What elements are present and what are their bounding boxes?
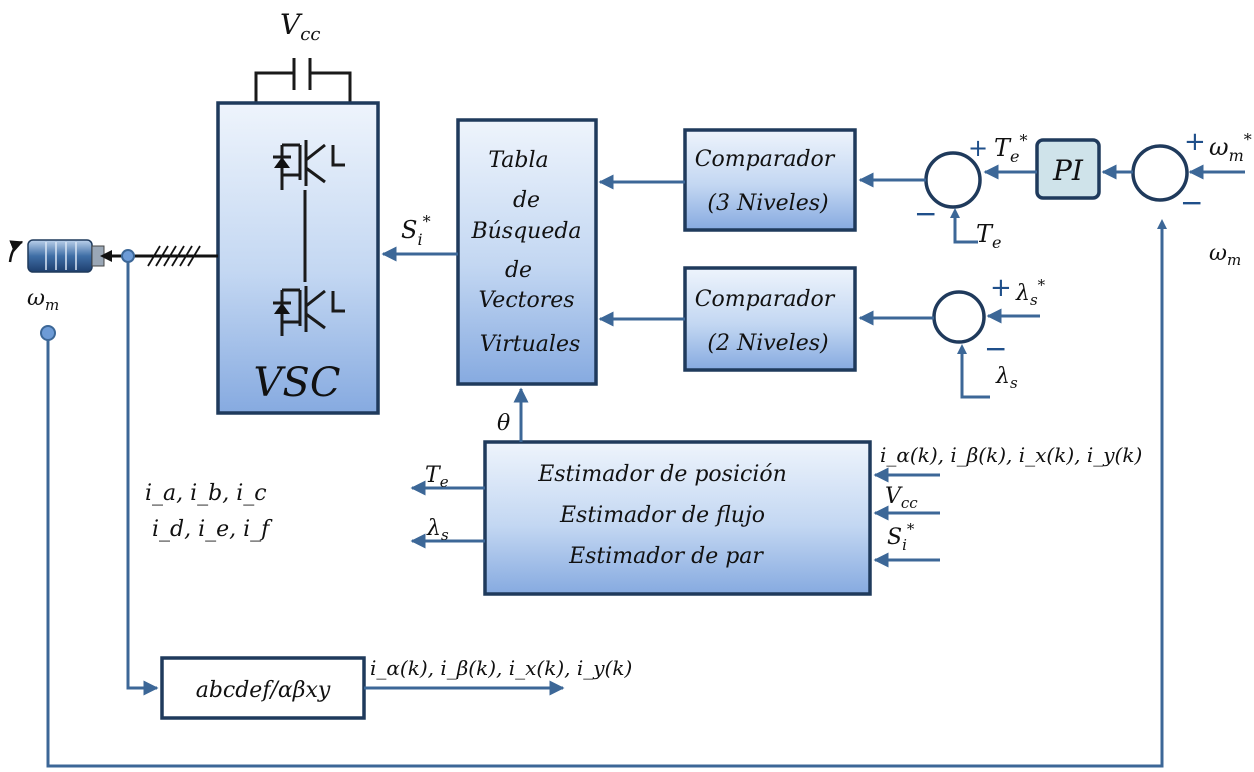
speed-sensor-node [40, 325, 56, 341]
lookup-table-label: Tabla de Búsqueda de Vectores Virtuales [470, 148, 588, 357]
torque-feedback-label: Te [976, 220, 1001, 252]
torque-plus-sign: + [968, 134, 988, 162]
speed-sum-junction [1131, 144, 1189, 202]
transform-label: abcdef/αβxy [196, 678, 331, 703]
lookup-table-block [456, 118, 598, 386]
transform-block [160, 656, 366, 720]
transform-output-label: i_α(k), i_β(k), i_x(k), i_y(k) [370, 656, 632, 680]
estimator-vcc-label: Vcc [885, 484, 918, 512]
torque-minus-sign: − [914, 197, 937, 230]
motor-supply-line [100, 245, 218, 267]
motor-icon [8, 239, 105, 273]
phase-currents-abc-label: i_a, i_b, i_c [145, 481, 267, 506]
signal-wires [46, 164, 1245, 768]
flux-minus-sign: − [984, 332, 1007, 365]
flux-reference-label: λs* [1015, 276, 1046, 309]
speed-plus-sign: + [1184, 127, 1206, 157]
theta-label: θ [497, 411, 510, 436]
comparator-2-levels-label: Comparador (2 Niveles) [695, 287, 842, 356]
estimator-current-inputs-label: i_α(k), i_β(k), i_x(k), i_y(k) [880, 443, 1142, 467]
estimator-switching-label: Si* [887, 520, 915, 554]
speed-feedback-label: ωm [1209, 241, 1241, 269]
igbt-top-icon [273, 140, 345, 190]
switching-state-label: Si* [401, 212, 431, 249]
comparator-3-levels-block [683, 128, 857, 232]
estimator-label: Estimador de posición Estimador de flujo… [537, 462, 794, 569]
dc-link-capacitor [254, 58, 352, 103]
comparator-3-levels-label: Comparador (3 Niveles) [695, 147, 842, 216]
igbt-bottom-icon [273, 286, 345, 336]
estimator-block [483, 440, 872, 596]
phase-currents-def-label: i_d, i_e, i_f [152, 517, 273, 542]
pi-controller-block [1035, 138, 1101, 200]
flux-sum-junction [932, 290, 986, 344]
speed-minus-sign: − [1180, 186, 1203, 219]
vsc-label: VSC [254, 360, 341, 406]
current-sensor-node [121, 249, 135, 263]
speed-reference-label: ωm* [1209, 130, 1252, 165]
motor-speed-label: ωm [27, 286, 59, 314]
torque-reference-label: Te* [994, 131, 1027, 166]
flux-estimate-label: λs [426, 516, 449, 544]
pi-label: PI [1052, 154, 1084, 187]
flux-feedback-label: λs [995, 364, 1018, 392]
vcc-top-label: Vcc [280, 8, 320, 45]
vsc-block [216, 101, 380, 415]
flux-plus-sign: + [990, 273, 1012, 303]
torque-estimate-label: Te [425, 463, 449, 491]
